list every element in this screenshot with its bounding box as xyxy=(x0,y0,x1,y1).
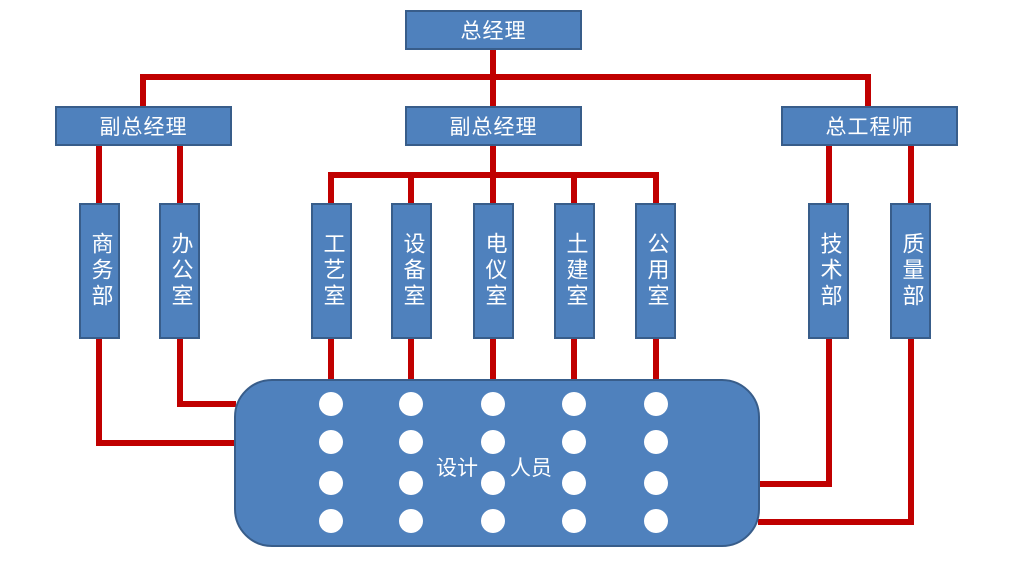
dept-utility-label: 公用室 xyxy=(643,232,669,310)
staff-dot xyxy=(644,509,668,533)
dept-equipment-box: 设备室 xyxy=(391,203,432,339)
dept-office-box: 办公室 xyxy=(159,203,200,339)
staff-dot xyxy=(399,392,423,416)
staff-dot xyxy=(644,430,668,454)
dept-electric-box: 电仪室 xyxy=(473,203,514,339)
connector-tech-pool xyxy=(758,339,832,487)
staff-dot xyxy=(399,471,423,495)
connector-office-pool xyxy=(177,339,236,407)
staff-dot xyxy=(319,430,343,454)
staff-dot xyxy=(319,392,343,416)
vice-general-manager-center-box: 副总经理 xyxy=(405,106,582,146)
design-staff-label-part2: 人员 xyxy=(510,456,552,480)
staff-dot xyxy=(562,392,586,416)
vice-general-manager-left-label: 副总经理 xyxy=(99,115,188,139)
dept-tech-label: 技术部 xyxy=(816,232,842,310)
chief-engineer-box: 总工程师 xyxy=(781,106,958,146)
vice-general-manager-center-label: 副总经理 xyxy=(449,115,538,139)
connector-commerce-pool xyxy=(96,339,236,446)
staff-dot xyxy=(481,471,505,495)
staff-dot xyxy=(562,471,586,495)
dept-quality-label: 质量部 xyxy=(898,232,924,310)
dept-civil-box: 土建室 xyxy=(554,203,595,339)
dept-utility-box: 公用室 xyxy=(635,203,676,339)
general-manager-label: 总经理 xyxy=(460,19,527,43)
dept-process-label: 工艺室 xyxy=(319,232,345,310)
dept-equipment-label: 设备室 xyxy=(399,232,425,310)
staff-dot xyxy=(399,430,423,454)
dept-office-label: 办公室 xyxy=(167,232,193,310)
design-staff-label-part1: 设计 xyxy=(436,456,478,480)
staff-dot xyxy=(399,509,423,533)
dept-electric-label: 电仪室 xyxy=(481,232,507,310)
dept-process-box: 工艺室 xyxy=(311,203,352,339)
general-manager-box: 总经理 xyxy=(405,10,582,50)
staff-dot xyxy=(644,392,668,416)
dept-tech-box: 技术部 xyxy=(808,203,849,339)
staff-dot xyxy=(481,509,505,533)
connector-vp2-bus xyxy=(328,172,659,203)
vice-general-manager-left-box: 副总经理 xyxy=(55,106,232,146)
connector-level2-bar xyxy=(140,74,871,106)
staff-dot xyxy=(644,471,668,495)
staff-dot xyxy=(481,430,505,454)
connector-quality-pool xyxy=(758,339,914,525)
staff-dot xyxy=(562,430,586,454)
dept-quality-box: 质量部 xyxy=(890,203,931,339)
staff-dot xyxy=(319,471,343,495)
dept-civil-label: 土建室 xyxy=(562,232,588,310)
dept-commerce-label: 商务部 xyxy=(87,232,113,310)
staff-dot xyxy=(319,509,343,533)
staff-dot xyxy=(562,509,586,533)
chief-engineer-label: 总工程师 xyxy=(825,115,914,139)
dept-commerce-box: 商务部 xyxy=(79,203,120,339)
staff-dot xyxy=(481,392,505,416)
